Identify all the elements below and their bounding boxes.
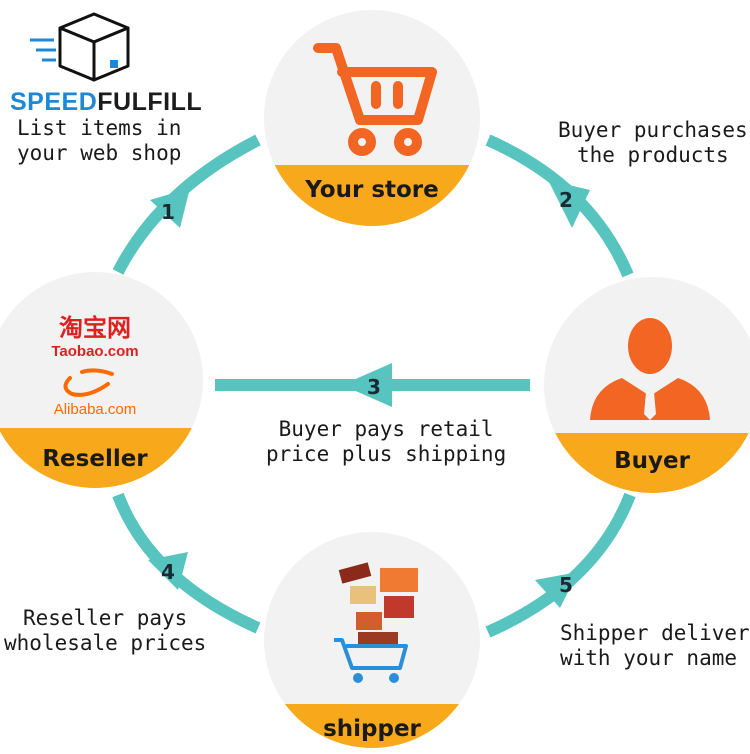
shopping-cart-icon bbox=[313, 43, 437, 156]
brand-logo-text: SPEEDFULFILL bbox=[10, 88, 202, 117]
alibaba-text: Alibaba.com bbox=[54, 401, 137, 418]
person-icon bbox=[590, 318, 710, 420]
step-3-line-2: price plus shipping bbox=[266, 442, 507, 466]
step-number-2: 2 bbox=[559, 188, 573, 212]
step-1-line-2: your web shop bbox=[17, 141, 182, 165]
taobao-cn-logo: 淘宝网 bbox=[59, 314, 131, 342]
step-1-line-1: List items in bbox=[17, 116, 182, 140]
step-4-line-1: Reseller pays bbox=[22, 606, 188, 630]
step-3-line-1: Buyer pays retail bbox=[278, 417, 494, 441]
alibaba-logo-icon bbox=[63, 368, 114, 397]
node-shipper-label: shipper bbox=[323, 716, 421, 742]
node-reseller-label: Reseller bbox=[42, 446, 148, 472]
node-buyer-label: Buyer bbox=[614, 448, 690, 474]
shopping-goods-icon bbox=[334, 562, 418, 683]
arrow-5 bbox=[485, 492, 636, 638]
node-shipper: shipper bbox=[264, 532, 480, 748]
step-2-line-1: Buyer purchases bbox=[558, 118, 748, 142]
step-1-caption: List items in your web shop bbox=[17, 116, 181, 166]
node-reseller: 淘宝网 Taobao.com Alibaba.com Reseller bbox=[0, 272, 203, 488]
step-number-5: 5 bbox=[559, 573, 573, 597]
step-number-1: 1 bbox=[161, 200, 175, 224]
step-4-caption: Reseller pays wholesale prices bbox=[4, 606, 206, 656]
node-buyer: Buyer bbox=[544, 277, 750, 493]
arrow-3 bbox=[215, 363, 530, 407]
brand-part2: FULFILL bbox=[97, 88, 203, 116]
step-5-line-1: Shipper delivers bbox=[560, 621, 750, 645]
step-5-line-2: with your name bbox=[560, 646, 738, 670]
arrow-2 bbox=[485, 134, 634, 278]
step-4-line-2: wholesale prices bbox=[4, 631, 207, 655]
arrow-4 bbox=[112, 492, 261, 634]
box-logo-icon bbox=[30, 12, 130, 82]
step-2-line-2: the products bbox=[576, 143, 729, 167]
step-3-caption: Buyer pays retail price plus shipping bbox=[266, 417, 506, 467]
arrow-1 bbox=[112, 134, 261, 275]
step-2-caption: Buyer purchases the products bbox=[558, 118, 748, 168]
step-5-caption: Shipper delivers with your name bbox=[560, 621, 750, 671]
step-number-3: 3 bbox=[367, 375, 381, 399]
taobao-en-logo: Taobao.com bbox=[51, 343, 138, 360]
node-store-label: Your store bbox=[304, 177, 439, 203]
step-number-4: 4 bbox=[161, 560, 175, 584]
node-store: Your store bbox=[264, 10, 480, 226]
brand-part1: SPEED bbox=[10, 88, 98, 116]
